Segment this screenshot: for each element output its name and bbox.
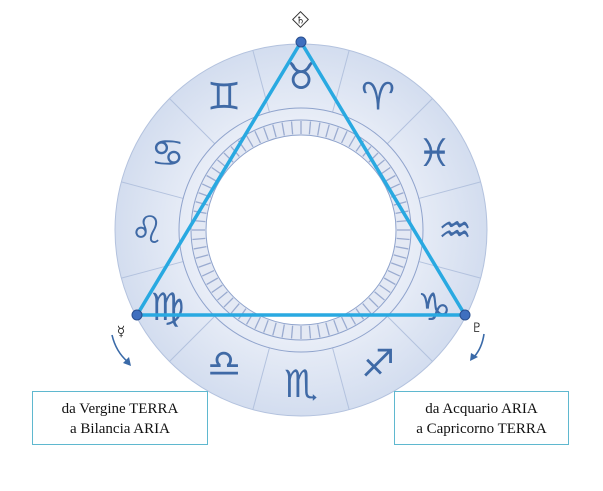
sector-divider bbox=[169, 98, 216, 145]
tick-mark bbox=[340, 130, 348, 144]
sector-divider bbox=[386, 98, 433, 145]
libra-icon: ♎ bbox=[207, 341, 241, 385]
sector-divider bbox=[386, 315, 433, 362]
glyph-ring-inner-edge bbox=[178, 107, 424, 353]
sector-divider bbox=[418, 181, 481, 199]
virgo-icon: ♍ bbox=[151, 285, 185, 329]
scorpio-icon: ♏ bbox=[284, 362, 318, 406]
aquarius-icon: ♒ bbox=[438, 208, 472, 252]
tick-mark bbox=[263, 319, 269, 333]
callout-left-line2: a Bilancia ARIA bbox=[70, 421, 170, 437]
tick-mark bbox=[396, 237, 410, 241]
sector-divider bbox=[418, 261, 481, 279]
tick-mark bbox=[333, 319, 339, 333]
tick-mark bbox=[192, 237, 206, 241]
aries-icon: ♈ bbox=[361, 75, 395, 119]
tick-mark bbox=[198, 262, 212, 268]
sector-divider bbox=[169, 315, 216, 362]
tick-mark bbox=[201, 269, 215, 277]
tick-mark bbox=[281, 324, 285, 338]
tick-mark bbox=[290, 121, 294, 135]
saturn-icon: ♄ bbox=[296, 16, 305, 27]
zodiac-glyphs: ♌♋♊♉♈♓♒♑♐♏♎♍ bbox=[130, 54, 472, 406]
saturn-marker: ♄ bbox=[292, 11, 309, 28]
tick-mark bbox=[272, 124, 277, 138]
tick-mark bbox=[325, 124, 330, 138]
tick-mark bbox=[254, 316, 262, 330]
sector-divider bbox=[121, 181, 184, 199]
tick-mark bbox=[272, 322, 277, 336]
tick-mark bbox=[362, 303, 372, 314]
vertex-left bbox=[131, 309, 143, 321]
callout-virgo-libra: da Vergine TERRA a Bilancia ARIA bbox=[32, 391, 208, 445]
tick-mark bbox=[368, 297, 379, 308]
sector-divider bbox=[121, 261, 184, 279]
tick-mark bbox=[340, 316, 348, 330]
callout-left-line1: da Vergine TERRA bbox=[61, 401, 179, 417]
tick-mark bbox=[308, 121, 312, 135]
leo-icon: ♌ bbox=[130, 208, 164, 252]
tick-mark bbox=[223, 297, 234, 308]
tick-mark bbox=[290, 325, 294, 339]
tick-mark bbox=[383, 277, 396, 286]
tick-mark bbox=[245, 135, 254, 148]
tick-mark bbox=[254, 130, 262, 144]
right-arrowhead bbox=[470, 353, 478, 361]
tick-mark bbox=[379, 284, 391, 294]
vertex-right bbox=[459, 309, 471, 321]
tick-mark bbox=[211, 284, 223, 294]
sagittarius-icon: ♐ bbox=[361, 341, 395, 385]
tick-mark bbox=[193, 246, 207, 250]
tick-mark bbox=[206, 277, 219, 286]
tick-mark bbox=[393, 254, 407, 259]
sector-divider bbox=[332, 347, 350, 410]
pluto-icon: ♇ bbox=[471, 321, 483, 336]
right-curved-arrow bbox=[473, 333, 485, 358]
tick-mark bbox=[195, 254, 209, 259]
vertex-markers: ♄ ☿ ♇ bbox=[117, 11, 483, 340]
callout-right-line1: da Acquario ARIA bbox=[425, 401, 538, 417]
tick-mark bbox=[325, 322, 330, 336]
tick-mark bbox=[348, 135, 357, 148]
air-triangle bbox=[131, 36, 471, 321]
gemini-icon: ♊ bbox=[207, 75, 241, 119]
capricorn-icon: ♑ bbox=[417, 285, 451, 329]
mercury-icon: ☿ bbox=[117, 324, 126, 340]
tick-mark bbox=[395, 246, 409, 250]
tick-mark bbox=[317, 122, 321, 136]
tick-mark bbox=[281, 122, 285, 136]
tick-mark bbox=[217, 291, 228, 301]
sector-divider bbox=[252, 347, 270, 410]
tick-mark bbox=[374, 291, 385, 301]
inner-hole bbox=[205, 134, 397, 326]
zodiac-wheel: ♌♋♊♉♈♓♒♑♐♏♎♍ bbox=[114, 43, 488, 417]
callout-right-line2: a Capricorno TERRA bbox=[416, 421, 547, 437]
tick-mark bbox=[387, 269, 401, 277]
callout-aquarius-capricorn: da Acquario ARIA a Capricorno TERRA bbox=[394, 391, 569, 445]
motion-arrows bbox=[111, 333, 485, 366]
left-arrowhead bbox=[123, 357, 131, 366]
tick-mark bbox=[230, 303, 240, 314]
tick-mark bbox=[333, 127, 339, 141]
cancer-icon: ♋ bbox=[151, 131, 185, 175]
tick-mark bbox=[263, 127, 269, 141]
tick-mark bbox=[390, 262, 404, 268]
triangle-outline bbox=[135, 40, 467, 317]
vertex-top bbox=[295, 36, 307, 48]
pisces-icon: ♓ bbox=[417, 131, 451, 175]
tick-mark bbox=[308, 325, 312, 339]
tick-mark bbox=[317, 324, 321, 338]
